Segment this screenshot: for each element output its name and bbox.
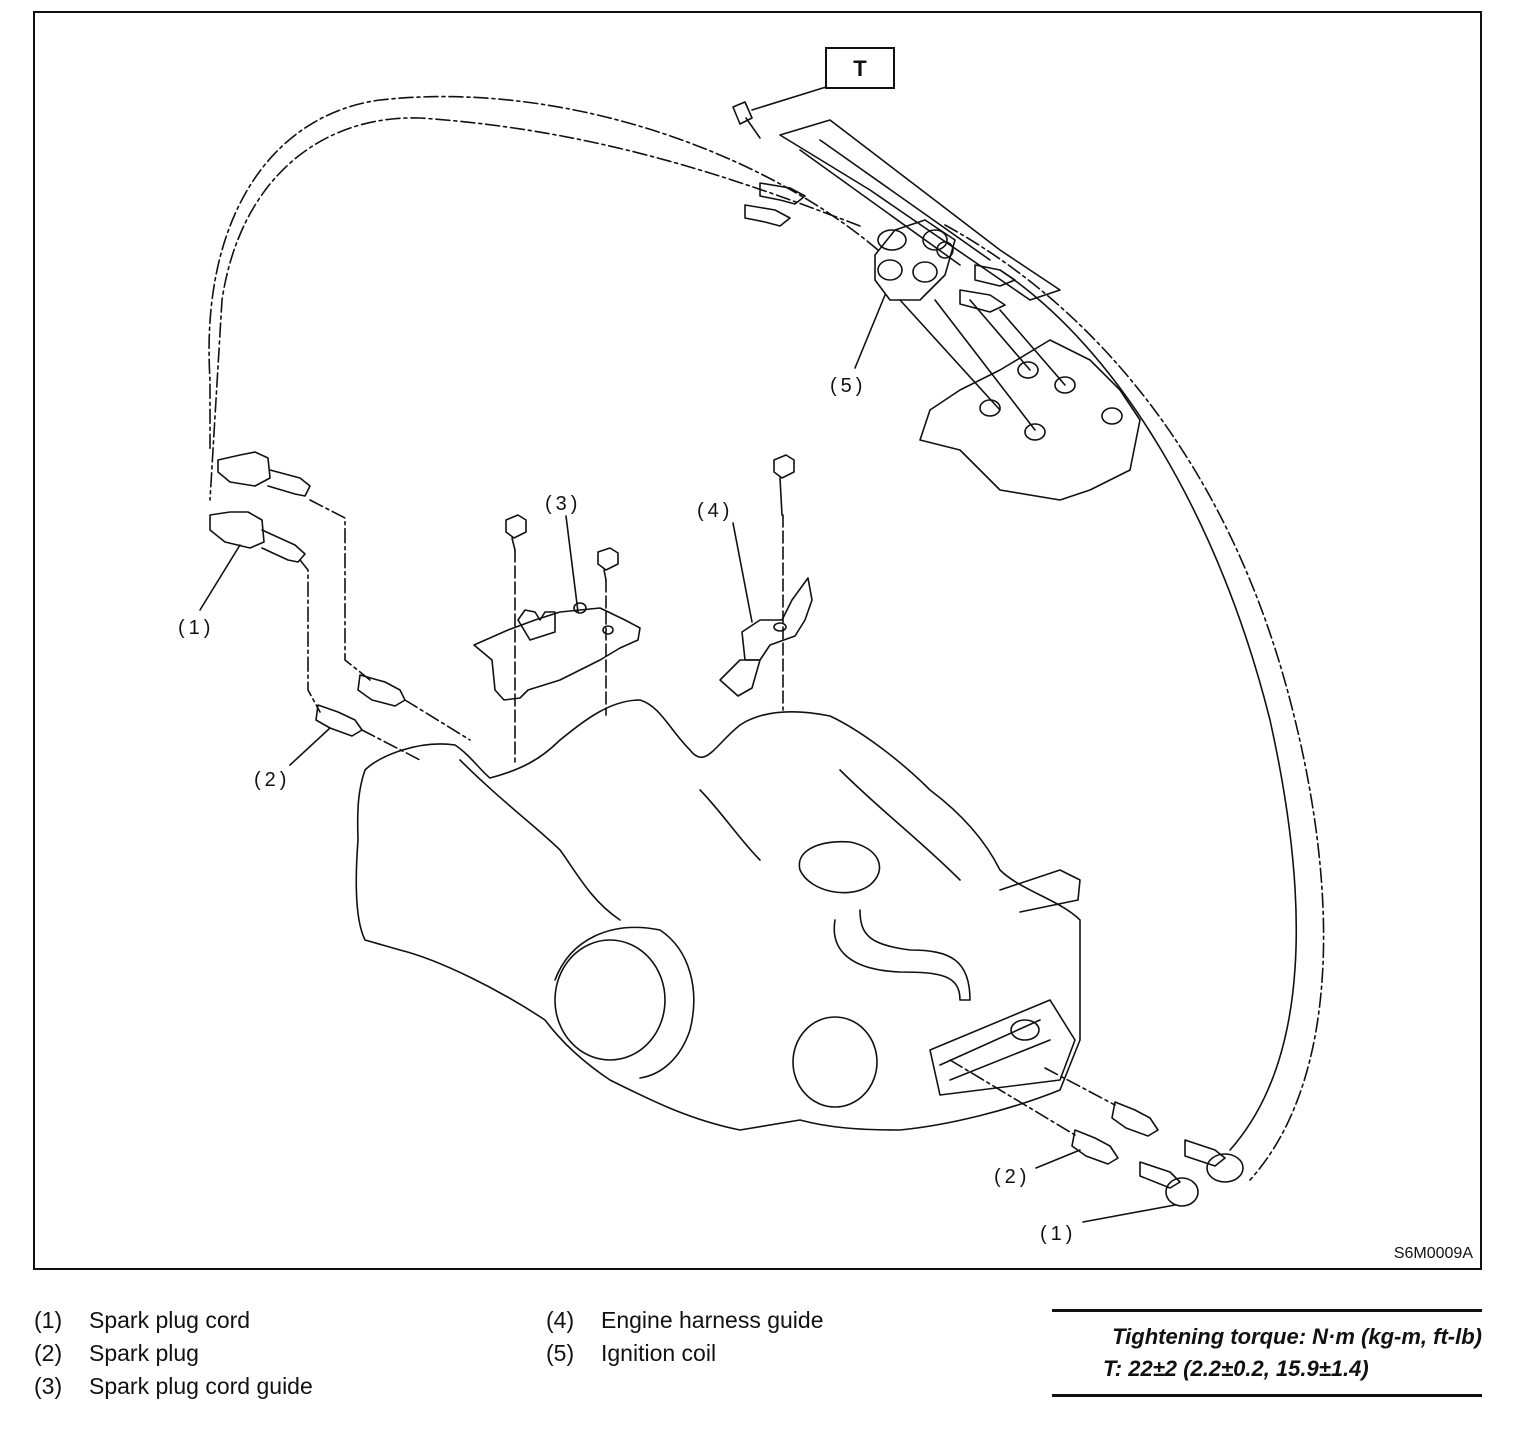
cylinder-head-right [929, 999, 1076, 1096]
ignition-coil [874, 219, 956, 301]
spark-plug-right-2 [949, 1059, 1119, 1165]
callout-1-right-leader [1082, 1204, 1176, 1223]
ignition-coil-bracket [779, 119, 1061, 301]
camshaft-pulley-left [554, 926, 695, 1079]
legend-item: (1) Spark plug cord [34, 1304, 313, 1337]
spark-plug-cord-guide [473, 602, 641, 701]
callout-4: (4) [697, 500, 733, 522]
callout-2-left: (2) [254, 769, 290, 791]
intake-pipe [798, 840, 1081, 1001]
coil-cord-terminals-right [959, 264, 1016, 313]
callout-5: (5) [830, 375, 866, 397]
legend-number: (5) [546, 1340, 575, 1366]
spark-plug-cord-right-route-outer [944, 224, 1325, 1181]
callout-1-left-leader [199, 544, 241, 611]
legend-label: Spark plug cord [89, 1307, 251, 1333]
bracket-line [799, 139, 991, 266]
callout-2-right: (2) [994, 1166, 1030, 1188]
spark-plug-left-2 [315, 704, 421, 761]
spark-plug-cord-lower-route [209, 117, 861, 501]
engine-harness-guide [719, 577, 813, 697]
legend-label: Engine harness guide [601, 1307, 824, 1333]
legend-number: (4) [546, 1307, 575, 1333]
callout-2-right-leader [1035, 1149, 1081, 1169]
callout-2-left-leader [289, 727, 331, 766]
harness-guide-bolt [773, 454, 795, 711]
guide-bolt-1 [505, 514, 527, 763]
legend-number: (1) [34, 1307, 63, 1333]
spark-plug-left-1 [357, 674, 471, 741]
camshaft-pulley-right [792, 1016, 878, 1108]
callout-3: (3) [545, 493, 581, 515]
legend-number: (2) [34, 1340, 63, 1366]
torque-spec-value: T: 22±2 (2.2±0.2, 15.9±1.4) [1103, 1356, 1369, 1381]
callout-1-right: (1) [1040, 1223, 1076, 1245]
legend-item: (2) Spark plug [34, 1337, 313, 1370]
torque-marker-label: T [853, 56, 867, 81]
torque-leader-line [751, 86, 827, 111]
torque-spec-box: Tightening torque: N·m (kg-m, ft-lb) T: … [1052, 1309, 1482, 1397]
coil-bolt [732, 101, 761, 139]
engine-block [355, 699, 1081, 1131]
legend-label: Spark plug cord guide [89, 1373, 313, 1399]
figure-code: S6M0009A [1394, 1245, 1473, 1262]
callout-3-leader [565, 515, 579, 613]
torque-marker-box: T [825, 47, 895, 89]
coil-mounting-block [899, 299, 1141, 501]
spark-plug-cord-left-upper [217, 451, 311, 497]
spark-plug-cord-right-1 [1184, 1139, 1244, 1183]
legend-column-1: (1) Spark plug cord (2) Spark plug (3) S… [34, 1304, 313, 1403]
spark-plug-right-1 [1044, 1067, 1159, 1137]
torque-spec-title: Tightening torque: N·m (kg-m, ft-lb) [1112, 1324, 1482, 1349]
cord-route-left-2 [299, 559, 321, 713]
spark-plug-cord-right-2 [1139, 1161, 1199, 1207]
callout-5-leader [854, 294, 886, 369]
legend-item: (5) Ignition coil [546, 1337, 824, 1370]
legend-item: (3) Spark plug cord guide [34, 1370, 313, 1403]
legend-column-2: (4) Engine harness guide (5) Ignition co… [546, 1304, 824, 1370]
legend-label: Ignition coil [601, 1340, 717, 1366]
callout-4-leader [732, 522, 753, 623]
legend-item: (4) Engine harness guide [546, 1304, 824, 1337]
callout-1-left: (1) [178, 617, 214, 639]
guide-bolt-2 [597, 547, 619, 716]
cord-route-left-1 [309, 499, 371, 681]
legend-number: (3) [34, 1373, 63, 1399]
spark-plug-cord-left-lower [209, 511, 306, 563]
spark-plug-cord-upper-route [208, 95, 879, 451]
legend-label: Spark plug [89, 1340, 199, 1366]
spark-plug-cord-right-route-inner [999, 269, 1298, 1151]
coil-cord-terminals-left [744, 182, 806, 227]
